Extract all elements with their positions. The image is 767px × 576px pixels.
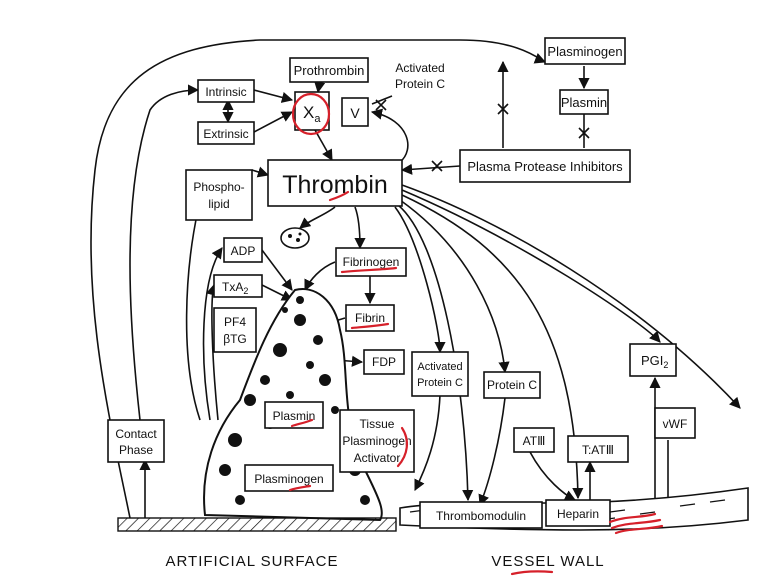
fibrinogen-label: Fibrinogen bbox=[343, 255, 400, 269]
tpa-label-2: Plasminogen bbox=[342, 434, 411, 448]
at3-label: ATⅢ bbox=[523, 434, 546, 448]
adp-label: ADP bbox=[231, 244, 256, 258]
activated-protein-c-mid-label-2: Protein C bbox=[417, 377, 463, 389]
intrinsic-label: Intrinsic bbox=[205, 85, 246, 99]
fdp-box bbox=[363, 349, 405, 375]
activated-protein-c-top-label-1: Activated bbox=[395, 61, 444, 75]
vessel-wall-red-scribble bbox=[608, 512, 664, 535]
at3-box bbox=[513, 427, 555, 453]
plasminogen-top-box bbox=[544, 37, 626, 65]
pf4-label: PF4 bbox=[224, 315, 246, 329]
protein-c-box bbox=[483, 371, 541, 399]
connector-lines bbox=[90, 39, 741, 519]
extrinsic-box bbox=[197, 121, 255, 145]
adp-box bbox=[223, 237, 263, 263]
plasmin-red-underline bbox=[290, 418, 314, 428]
tpa-label-1: Tissue bbox=[360, 417, 395, 431]
extrinsic-label: Extrinsic bbox=[203, 127, 248, 141]
pf4-btg-box bbox=[213, 307, 257, 353]
phospholipid-label-1: Phospho- bbox=[193, 180, 244, 194]
prothrombin-label: Prothrombin bbox=[294, 63, 365, 78]
artificial-surface-caption: ARTIFICIAL SURFACE bbox=[165, 553, 338, 570]
thrombin-red-underline bbox=[328, 190, 350, 202]
contact-phase-box bbox=[107, 419, 165, 463]
tpa-label-3: Activator bbox=[354, 451, 401, 465]
prothrombin-box bbox=[289, 57, 369, 83]
thrombin-label: Thrombin bbox=[282, 171, 388, 199]
t-at3-box bbox=[567, 435, 629, 463]
artificial-surface-bar bbox=[117, 517, 397, 532]
phospholipid-label-2: lipid bbox=[208, 197, 229, 211]
phospholipid-box bbox=[185, 169, 253, 221]
xa-red-circle bbox=[291, 92, 331, 136]
plasma-protease-inhibitors-label: Plasma Protease Inhibitors bbox=[467, 159, 623, 174]
node-labels: Plasminogen Plasmin Prothrombin Activate… bbox=[115, 44, 687, 570]
xa-label: Xa bbox=[303, 103, 321, 125]
protein-c-label: Protein C bbox=[487, 378, 537, 392]
plasmin-mid-box bbox=[264, 401, 324, 429]
activated-protein-c-mid-label-1: Activated bbox=[417, 361, 462, 373]
plasmin-top-label: Plasmin bbox=[561, 95, 607, 110]
v-box bbox=[341, 97, 369, 127]
btg-label: βTG bbox=[223, 332, 247, 346]
plasmin-mid-label: Plasmin bbox=[273, 409, 316, 423]
red-annotations bbox=[288, 92, 664, 576]
t-at3-label: T:ATⅢ bbox=[582, 443, 614, 457]
contact-phase-label-2: Phase bbox=[119, 443, 153, 457]
plasminogen-bottom-box bbox=[244, 464, 334, 492]
heparin-box bbox=[545, 499, 611, 527]
inhibition-marks bbox=[375, 99, 590, 172]
vwf-label: vWF bbox=[663, 417, 688, 431]
intrinsic-box bbox=[197, 79, 255, 103]
activated-protein-c-top-label-2: Protein C bbox=[395, 77, 445, 91]
txa2-label: TxA2 bbox=[222, 280, 248, 296]
plasminogen-top-label: Plasminogen bbox=[547, 44, 622, 59]
fibrin-label: Fibrin bbox=[355, 311, 385, 325]
thrombomodulin-label: Thrombomodulin bbox=[436, 509, 526, 523]
thrombomodulin-box bbox=[419, 501, 543, 529]
plasminogen-bottom-label: Plasminogen bbox=[254, 472, 323, 486]
plasminogen-red-underline bbox=[288, 484, 312, 492]
vessel-wall-caption: VESSEL WALL bbox=[491, 553, 604, 570]
vessel-wall-red-underline bbox=[510, 570, 554, 576]
contact-phase-label-1: Contact bbox=[115, 427, 157, 441]
heparin-label: Heparin bbox=[557, 507, 599, 521]
tpa-red-mark bbox=[396, 426, 408, 468]
fdp-label: FDP bbox=[372, 355, 396, 369]
fibrin-red-underline bbox=[350, 322, 390, 330]
fibrinogen-red-underline bbox=[340, 266, 398, 274]
plasma-protease-inhibitors-box bbox=[459, 149, 631, 183]
plasmin-top-box bbox=[559, 89, 609, 115]
txa2-box bbox=[213, 274, 263, 298]
vwf-box bbox=[654, 407, 696, 439]
v-label: V bbox=[350, 105, 360, 121]
pgi2-box bbox=[629, 343, 677, 377]
pgi2-label: PGI2 bbox=[641, 353, 668, 370]
activated-protein-c-mid-box bbox=[411, 351, 469, 397]
